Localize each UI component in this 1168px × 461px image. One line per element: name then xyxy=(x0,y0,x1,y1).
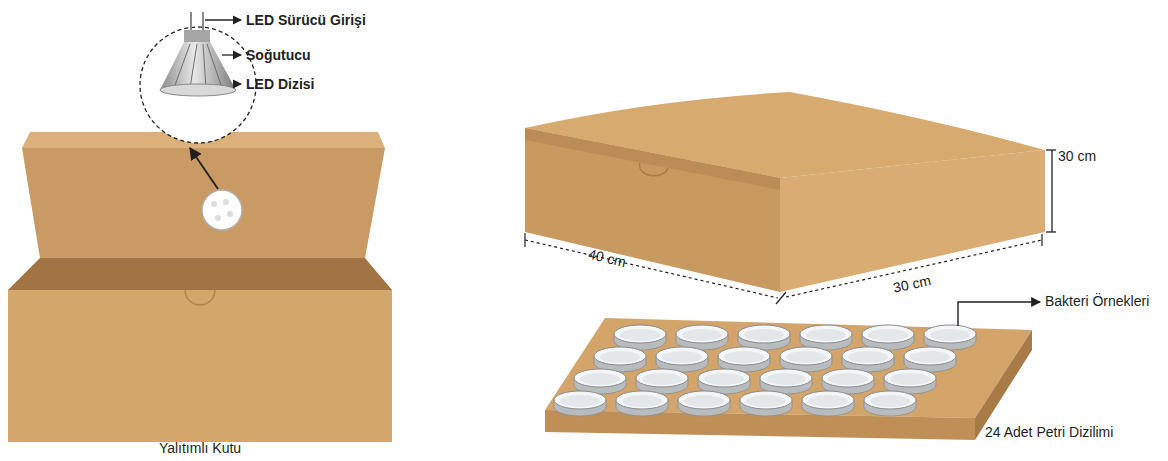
part-label: Soğutucu xyxy=(246,47,311,64)
part-label: Bakteri Örnekleri xyxy=(1045,293,1149,310)
dimension-label: 30 cm xyxy=(892,272,933,296)
closed-box xyxy=(525,92,1056,304)
figure-caption: Yalıtımlı Kutu xyxy=(159,440,241,457)
figure-caption: 24 Adet Petri Dizilimi xyxy=(985,424,1113,441)
open-box xyxy=(8,132,392,442)
part-label: LED Dizisi xyxy=(246,76,314,93)
led-callout xyxy=(140,12,256,143)
dimension-label: 30 cm xyxy=(1058,148,1096,165)
petri-tray xyxy=(545,302,1040,440)
part-label: LED Sürücü Girişi xyxy=(246,12,366,29)
